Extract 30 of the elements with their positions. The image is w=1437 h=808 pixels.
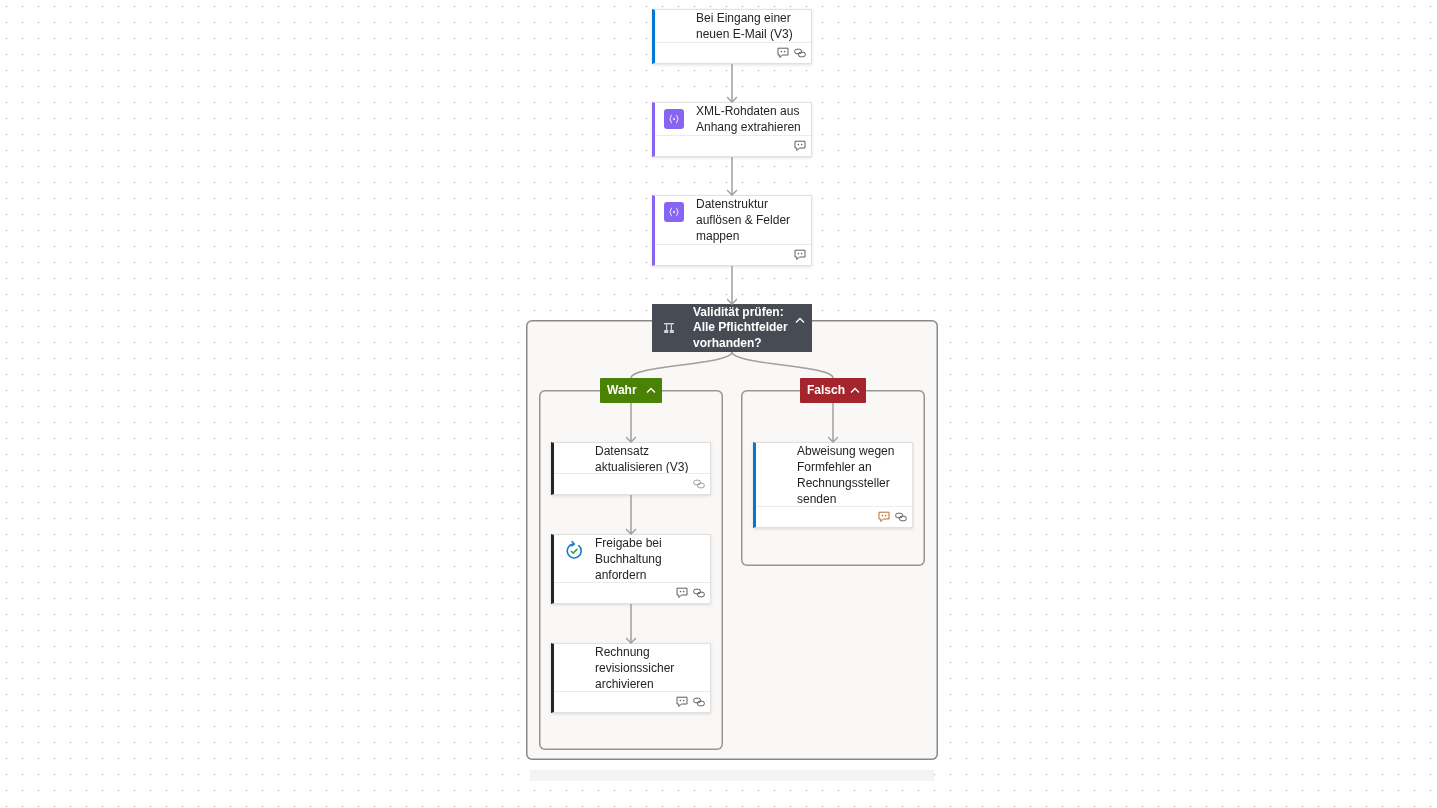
branch-label: Wahr (607, 382, 637, 399)
action-card (753, 442, 913, 528)
arrow (625, 402, 637, 443)
step-title: Datensatz aktualisieren (V3) (595, 443, 690, 475)
condition-header (652, 304, 812, 352)
action-card (652, 9, 812, 64)
condition-title: Validität prüfen: Alle Pflichtfelder vorhanden? (693, 304, 789, 351)
action-card (551, 442, 711, 495)
arrow (726, 156, 738, 196)
branch-header (800, 378, 866, 403)
action-card (652, 102, 812, 157)
arrow (625, 494, 637, 535)
step-title: Freigabe bei Buchhaltung anfordern (595, 535, 663, 583)
step-title: Rechnung revisionssicher archivieren (595, 644, 676, 692)
connector-line (630, 351, 733, 379)
branch-label: Falsch (807, 382, 845, 399)
branch-header (600, 378, 662, 403)
arrow (827, 402, 839, 443)
action-card (652, 195, 812, 266)
step-title: Abweisung wegen Formfehler an Rechnungssteller senden (797, 443, 896, 507)
step-title: XML-Rohdaten aus Anhang extrahieren (696, 103, 802, 135)
scope-panel (526, 320, 938, 760)
arrow (726, 265, 738, 305)
action-card (551, 534, 711, 604)
connector-line (731, 351, 834, 379)
action-card (551, 643, 711, 713)
arrow (726, 63, 738, 103)
step-title: Datenstruktur auflösen & Felder mappen (696, 196, 792, 244)
step-title: Bei Eingang einer neuen E-Mail (V3) (696, 10, 794, 42)
arrow (625, 603, 637, 644)
